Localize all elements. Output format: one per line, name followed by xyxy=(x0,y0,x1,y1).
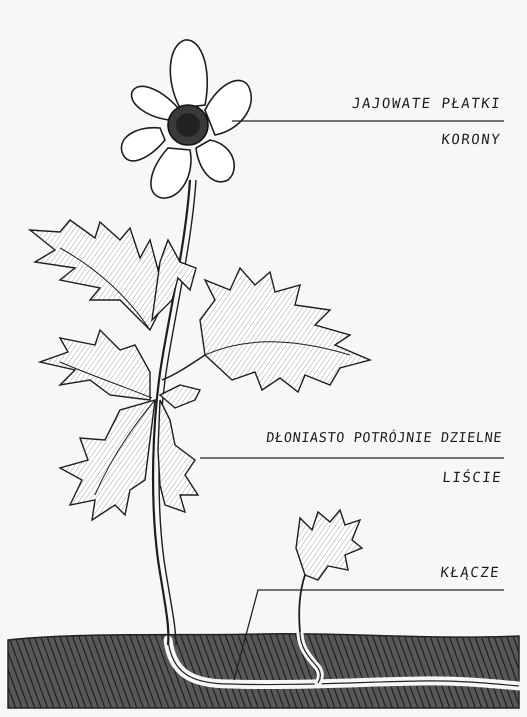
label-petals-line2: KORONY xyxy=(379,132,502,148)
leader-lines xyxy=(200,121,504,680)
leaf-lower xyxy=(40,330,200,520)
soil-layer xyxy=(8,634,519,708)
label-petals-line1: JAJOWATE PŁATKI xyxy=(295,96,502,112)
label-rhizome: KŁĄCZE xyxy=(379,565,501,581)
flower xyxy=(121,40,251,198)
sprout xyxy=(296,510,362,632)
label-leaves-line2: LIŚCIE xyxy=(379,470,503,486)
leaf-right xyxy=(200,268,370,392)
label-leaves-line1: DŁONIASTO POTRÓJNIE DZIELNE xyxy=(199,430,503,446)
